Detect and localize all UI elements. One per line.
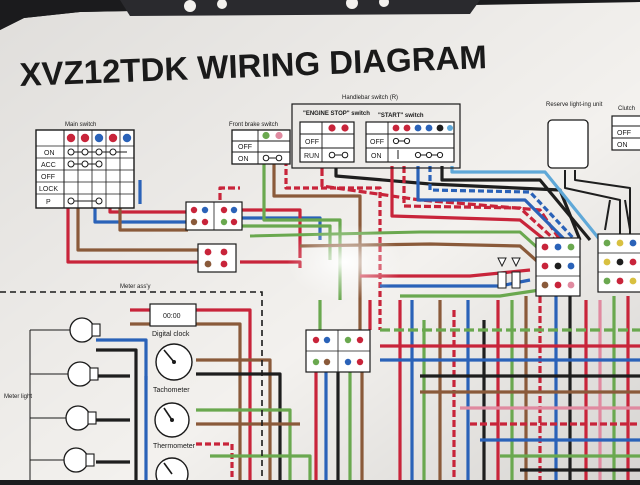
binder-holes [184, 0, 389, 12]
digital-clock-display: 00:00 [163, 313, 181, 320]
start-switch-wire-dots [392, 124, 453, 132]
wire-harness [66, 160, 640, 480]
digital-clock-label: Digital clock [152, 331, 190, 338]
flash-glare [287, 224, 403, 300]
meter-light-bulb-4 [63, 447, 95, 473]
front-brake-row-on: ON [238, 156, 249, 163]
reserve-lighting-unit-label: Reserve light-ing unit [546, 102, 603, 108]
meter-assy-label: Meter ass'y [120, 284, 151, 290]
tachometer-label: Tachometer [153, 387, 190, 394]
main-switch-row-acc: ACC [41, 162, 56, 169]
main-switch-wire-dots [66, 133, 132, 143]
thermometer-label: Thermometer [153, 443, 196, 450]
meter-light-label: Meter light [4, 394, 32, 400]
main-switch-row-off: OFF [41, 174, 55, 181]
gauge-partial [155, 457, 189, 485]
meter-light-bulbs [63, 317, 101, 473]
start-row-off: OFF [370, 139, 384, 146]
front-brake-switch-label: Front brake switch [229, 122, 278, 128]
engine-stop-switch-label: "ENGINE STOP" switch [303, 111, 370, 117]
clutch-switch: Clutch OFF ON [611, 106, 640, 151]
main-switch-row-on: ON [44, 150, 55, 157]
digital-clock: 00:00 Digital clock [149, 303, 197, 338]
thermometer: Thermometer [153, 402, 196, 450]
main-switch-contacts [67, 148, 127, 205]
engine-stop-row-off: OFF [305, 139, 319, 146]
diode-pair [497, 257, 521, 289]
engine-stop-row-run: RUN [304, 153, 319, 160]
clutch-row-on: ON [617, 142, 628, 149]
handlebar-switch: Handlebar switch (R) "ENGINE STOP" switc… [291, 95, 461, 169]
connector-left-upper [185, 201, 243, 231]
binder-strip [120, 0, 480, 16]
handlebar-switch-label: Handlebar switch (R) [342, 95, 398, 101]
start-row-on: ON [371, 153, 382, 160]
main-switch: Main switch ON ACC OFF LOCK P [35, 122, 135, 209]
connector-center [305, 329, 371, 373]
main-switch-label: Main switch [65, 122, 96, 128]
front-brake-switch: Front brake switch OFF ON [229, 122, 291, 165]
clutch-switch-label: Clutch [618, 106, 635, 112]
front-brake-row-off: OFF [238, 144, 252, 151]
connector-right [535, 237, 581, 297]
connector-left-lower [197, 243, 237, 273]
clutch-row-off: OFF [617, 130, 631, 137]
reserve-lighting-unit: Reserve light-ing unit [546, 102, 603, 169]
meter-assembly: Meter ass'y 00:00 Digital clock Tachomet… [0, 284, 263, 485]
start-switch-label: "START" switch [378, 113, 424, 119]
main-switch-row-p: P [46, 199, 51, 206]
tachometer: Tachometer [153, 343, 193, 394]
connector-far-right [597, 233, 640, 293]
main-switch-row-lock: LOCK [39, 186, 58, 193]
